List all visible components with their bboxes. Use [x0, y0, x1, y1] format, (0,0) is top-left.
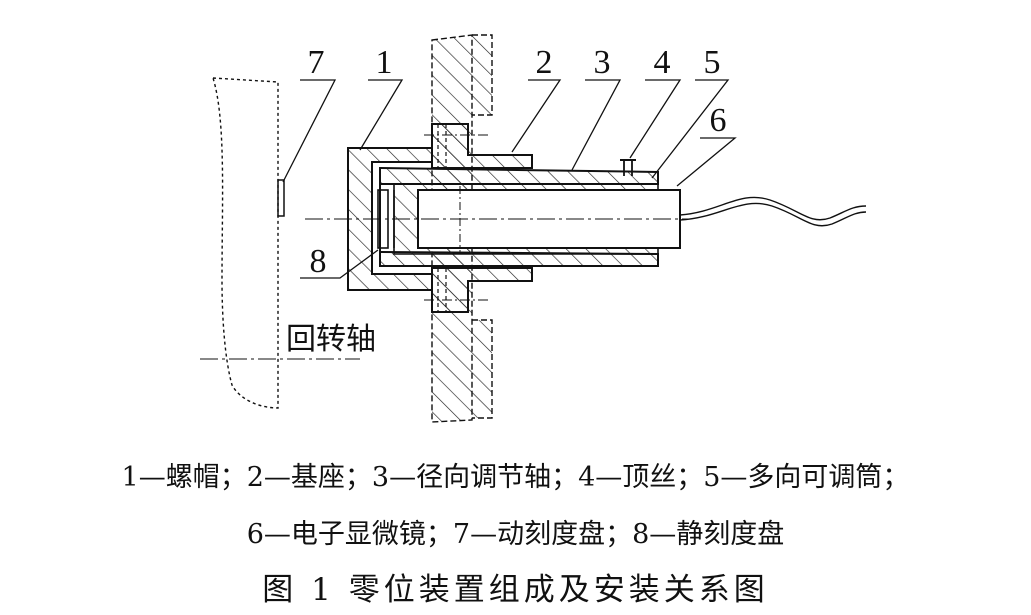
- set-screw: [620, 159, 636, 176]
- assembly-diagram: 7 1 2 3 4 5 6 8 回转轴: [200, 34, 867, 423]
- legend-line-1: 1—螺帽；2—基座；3—径向调节轴；4—顶丝；5—多向可调筒；: [121, 462, 910, 493]
- label-part-7: 7: [308, 44, 325, 81]
- legend-line-2: 6—电子显微镜；7—动刻度盘；8—静刻度盘: [246, 519, 785, 550]
- label-part-2: 2: [536, 44, 553, 81]
- label-part-3: 3: [594, 44, 611, 81]
- radial-adjusting-shaft: [379, 166, 659, 267]
- dynamic-dial-body: [212, 77, 279, 409]
- microscope-cable: [679, 196, 867, 221]
- label-part-5: 5: [704, 44, 721, 81]
- base-seat: [424, 123, 533, 313]
- figure-title: 图 1 零位装置组成及安装关系图: [262, 572, 769, 608]
- leader-lines: [282, 79, 737, 279]
- label-part-4: 4: [654, 44, 671, 81]
- dynamic-dial-mark: [277, 179, 285, 217]
- label-part-1: 1: [376, 44, 393, 81]
- rotation-axis-label: 回转轴: [286, 322, 376, 357]
- label-part-6: 6: [710, 102, 727, 139]
- label-part-8: 8: [310, 243, 327, 280]
